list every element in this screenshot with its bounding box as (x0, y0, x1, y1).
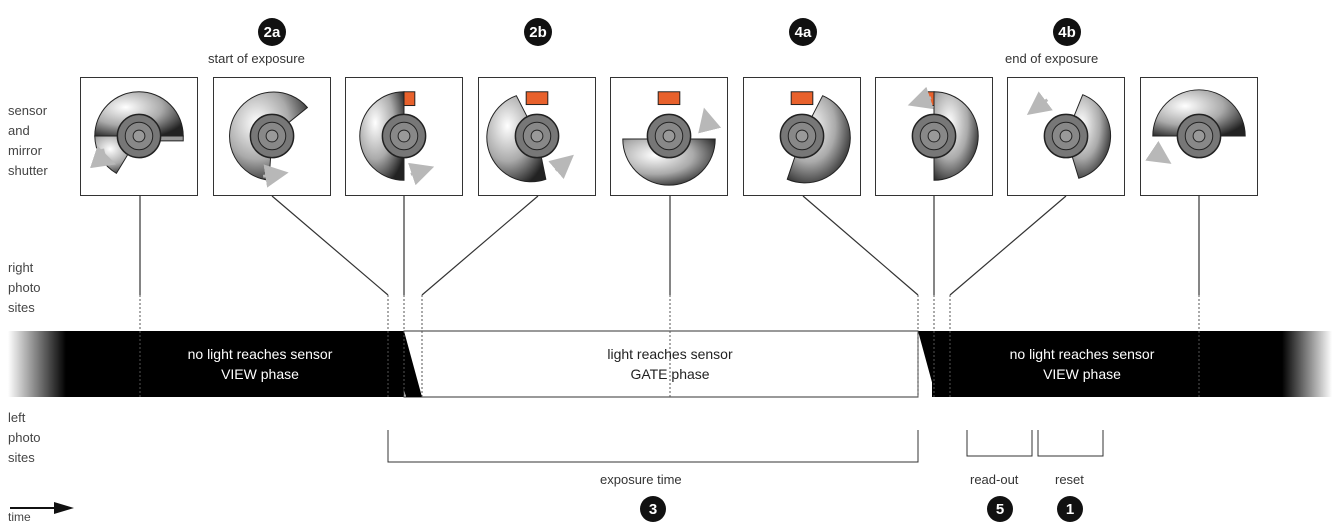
sensor-window-icon (525, 91, 549, 106)
gate-line2: GATE phase (630, 366, 710, 382)
shutter-rotating-icon (622, 91, 722, 186)
reset-bracket (1037, 430, 1104, 457)
panel-7 (875, 77, 993, 196)
start-of-exposure-caption: start of exposure (208, 51, 305, 66)
shutter-reset-icon (1145, 89, 1246, 164)
exposure-bracket (387, 430, 919, 463)
shutter-open-icon (486, 91, 574, 183)
time-label: time (8, 510, 31, 524)
sensor-mirror-label: sensor and mirror shutter (8, 103, 48, 178)
shutter-closed-icon (1026, 91, 1112, 179)
panel-4 (478, 77, 596, 196)
panel-3 (345, 77, 463, 196)
view-phase-right: no light reaches sensor VIEW phase (972, 344, 1192, 384)
band-view-left (66, 331, 388, 397)
shutter-closing-icon (779, 91, 851, 184)
time-arrow-icon (10, 502, 74, 514)
view-right-line1: no light reaches sensor (1009, 346, 1155, 362)
dotted-connectors (139, 295, 1200, 397)
connectors (139, 195, 1200, 296)
panel-5 (610, 77, 728, 196)
marker-1: 1 (1057, 496, 1083, 522)
sensor-window-icon (403, 91, 416, 107)
sensor-window-icon (790, 91, 814, 106)
left-photo-sites-label: left photo sites (8, 410, 41, 465)
sensor-window-icon (657, 91, 681, 106)
panel-8 (1007, 77, 1125, 196)
view-right-line2: VIEW phase (1043, 366, 1121, 382)
panel-2 (213, 77, 331, 196)
view-phase-left: no light reaches sensor VIEW phase (150, 344, 370, 384)
shutter-start-icon (89, 91, 184, 175)
gate-phase: light reaches sensor GATE phase (560, 344, 780, 384)
view-left-line2: VIEW phase (221, 366, 299, 382)
shutter-edge-icon (359, 91, 435, 186)
end-of-exposure-caption: end of exposure (1005, 51, 1099, 66)
marker-4b: 4b (1053, 18, 1081, 46)
panel-9 (1140, 77, 1258, 196)
band-gate (403, 330, 919, 398)
marker-2b: 2b (524, 18, 552, 46)
right-photo-sites-label: right photo sites (8, 260, 41, 315)
shutter-wedge-left (388, 331, 422, 397)
band-fade-left (8, 331, 66, 397)
marker-3: 3 (640, 496, 666, 522)
band-view-right (932, 331, 1282, 397)
shutter-edge-closing-icon (907, 86, 979, 181)
marker-5: 5 (987, 496, 1013, 522)
read-out-label: read-out (970, 472, 1019, 487)
panel-6 (743, 77, 861, 196)
shutter-opening-icon (229, 91, 309, 188)
readout-bracket (966, 430, 1033, 457)
marker-4a: 4a (789, 18, 817, 46)
marker-2a: 2a (258, 18, 286, 46)
light-band (8, 330, 1332, 398)
band-fade-right (1282, 331, 1332, 397)
exposure-time-label: exposure time (600, 472, 682, 487)
view-left-line1: no light reaches sensor (187, 346, 333, 362)
brackets (387, 430, 1104, 463)
reset-label: reset (1055, 472, 1084, 487)
gate-line1: light reaches sensor (607, 346, 733, 362)
panel-1 (80, 77, 198, 196)
